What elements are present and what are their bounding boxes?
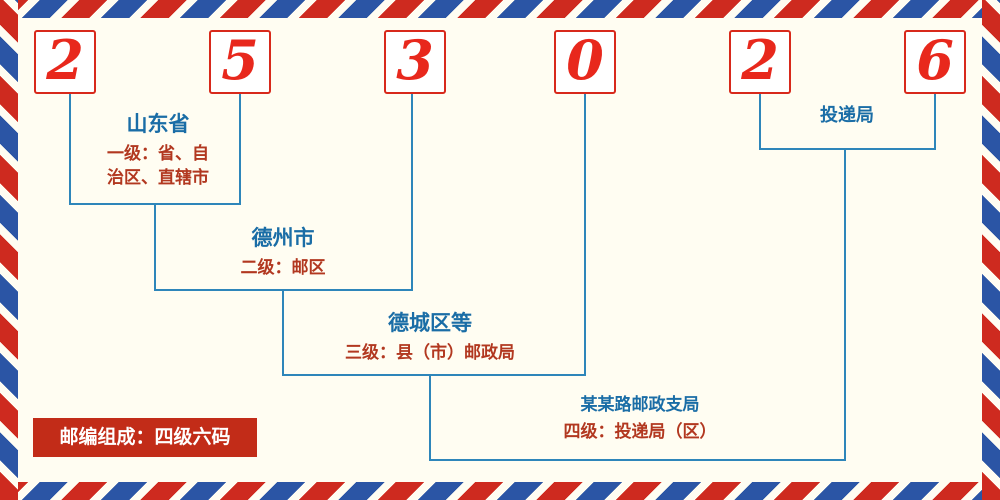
level-4-desc: 四级：投递局（区）: [563, 422, 717, 441]
level-3-title: 德城区等: [388, 312, 472, 335]
digit-box-2: 5: [209, 30, 271, 94]
level-3-desc: 三级：县（市）邮政局: [345, 343, 515, 362]
airmail-border-left: [0, 0, 18, 500]
digit-value: 3: [396, 28, 434, 92]
delivery-bureau-title: 投递局: [820, 105, 874, 125]
connector-line: [759, 148, 936, 150]
connector-line: [759, 94, 761, 150]
airmail-border-bottom: [0, 482, 1000, 500]
connector-line: [844, 148, 846, 461]
level-2-desc: 二级：邮区: [240, 258, 326, 277]
digit-box-5: 2: [729, 30, 791, 94]
level-1-title: 山东省: [126, 113, 190, 136]
level-4-title: 某某路邮政支局: [580, 395, 700, 414]
digit-value: 2: [741, 28, 779, 92]
connector-line: [282, 374, 586, 376]
connector-line: [154, 203, 156, 291]
level-1-desc-line-2: 治区、直辖市: [107, 168, 209, 187]
digit-box-3: 3: [384, 30, 446, 94]
digit-box-6: 6: [904, 30, 966, 94]
connector-line: [429, 459, 846, 461]
level-2-title: 德州市: [251, 227, 315, 250]
airmail-border-right: [982, 0, 1000, 500]
connector-line: [584, 94, 586, 376]
digit-box-1: 2: [34, 30, 96, 94]
connector-line: [411, 94, 413, 291]
connector-line: [934, 94, 936, 150]
level-4-label: 某某路邮政支局 四级：投递局（区）: [515, 394, 765, 444]
connector-line: [239, 94, 241, 205]
digit-value: 5: [221, 28, 259, 92]
digit-value: 0: [566, 28, 604, 92]
digit-box-4: 0: [554, 30, 616, 94]
level-2-label: 德州市 二级：邮区: [183, 226, 383, 280]
level-1-label: 山东省 一级：省、自 治区、直辖市: [58, 112, 258, 190]
connector-line: [69, 94, 71, 205]
level-3-label: 德城区等 三级：县（市）邮政局: [305, 311, 555, 365]
digit-value: 2: [46, 28, 84, 92]
delivery-bureau-label: 投递局: [772, 104, 922, 126]
connector-line: [429, 374, 431, 461]
digit-value: 6: [916, 28, 954, 92]
airmail-border-top: [0, 0, 1000, 18]
connector-line: [282, 289, 284, 376]
postcode-composition-badge: 邮编组成：四级六码: [33, 418, 257, 457]
level-1-desc-line-1: 一级：省、自: [107, 144, 209, 163]
